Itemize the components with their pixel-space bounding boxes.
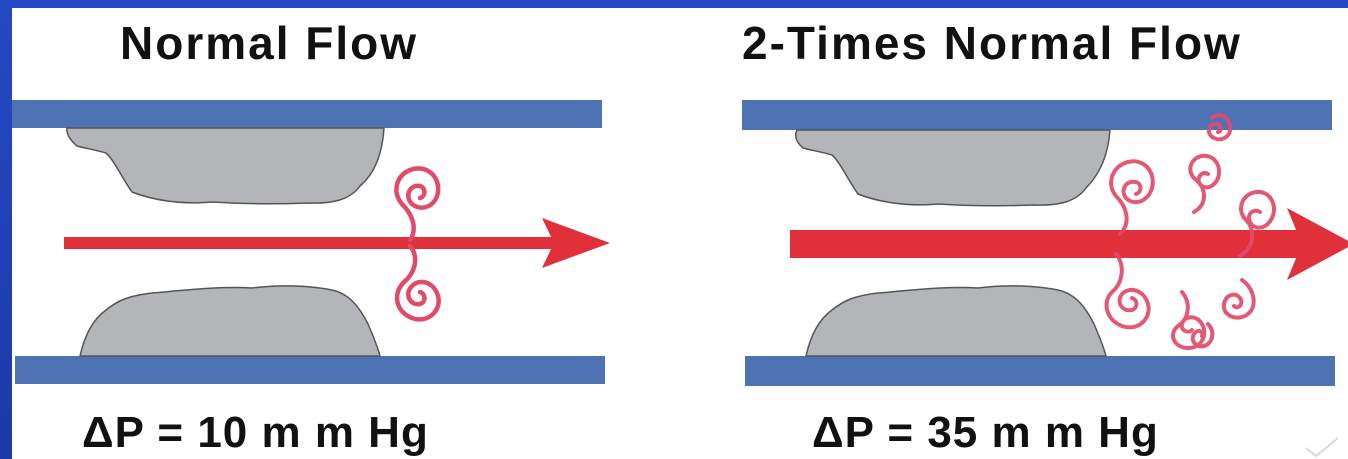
vessel-wall-top bbox=[742, 100, 1332, 130]
plaque-top bbox=[794, 129, 1111, 207]
flow-arrow bbox=[64, 218, 610, 268]
normal-flow-diagram bbox=[12, 100, 610, 384]
plaque-bottom bbox=[805, 285, 1107, 357]
right-panel-title: 2-Times Normal Flow bbox=[742, 17, 1242, 69]
diagram-canvas: Normal Flow 2-Times Normal Flow bbox=[12, 8, 1348, 459]
vortex-cluster bbox=[1104, 113, 1276, 351]
vortex-lower bbox=[394, 243, 441, 322]
vessel-wall-bottom bbox=[15, 356, 605, 384]
vessel-wall-top bbox=[12, 100, 602, 128]
right-pressure-label: ΔP = 35 m m Hg bbox=[812, 408, 1159, 457]
plaque-top bbox=[66, 127, 385, 205]
vessel-wall-bottom bbox=[745, 356, 1335, 386]
flow-arrow-thick bbox=[790, 208, 1348, 280]
left-panel-title: Normal Flow bbox=[120, 17, 419, 69]
double-flow-diagram bbox=[742, 100, 1348, 386]
plaque-bottom bbox=[79, 285, 381, 357]
faint-check-icon bbox=[1305, 437, 1339, 458]
left-pressure-label: ΔP = 10 m m Hg bbox=[82, 408, 429, 457]
vortex-upper bbox=[394, 166, 441, 243]
